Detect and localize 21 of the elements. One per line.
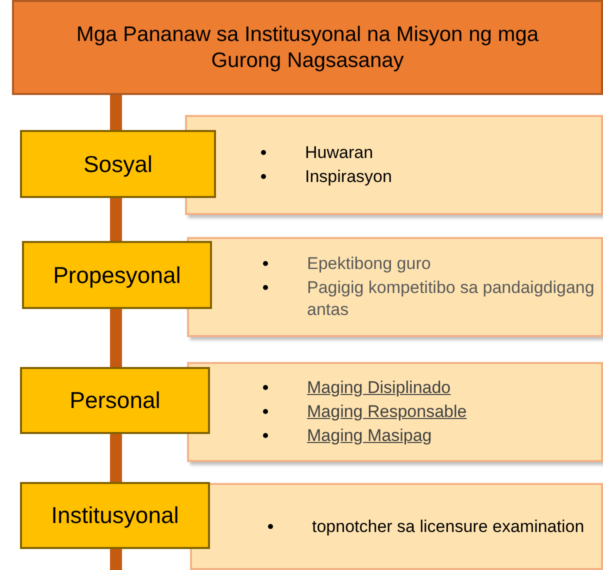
category-box: Personal — [20, 367, 210, 434]
list-item-text: Epektibong guro — [307, 253, 431, 275]
list-item-text: Huwaran — [305, 142, 374, 164]
title-box: Mga Pananaw sa Institusyonal na Misyon ng mga Gurong Nagsasanay — [12, 0, 603, 95]
list-item-text: Maging Responsable — [307, 401, 467, 423]
content-box — [187, 362, 603, 462]
content-box — [190, 483, 603, 570]
list-item-text: Maging Masipag — [307, 425, 432, 447]
connector-line — [110, 309, 122, 367]
connector-line — [110, 198, 122, 241]
list-item-text: Maging Disiplinado — [307, 377, 451, 399]
content-box — [185, 115, 603, 215]
category-box: Propesyonal — [22, 241, 212, 309]
connector-line — [110, 434, 122, 482]
list-item-text: Inspirasyon — [305, 166, 392, 188]
connector-line — [110, 95, 122, 130]
category-box: Institusyonal — [20, 482, 210, 549]
content-box — [187, 237, 603, 337]
category-box: Sosyal — [20, 130, 216, 198]
list-item-text: topnotcher sa licensure examination — [312, 516, 584, 538]
list-item-text: Pagigig kompetitibo sa pandaigdigang antas — [307, 277, 596, 321]
